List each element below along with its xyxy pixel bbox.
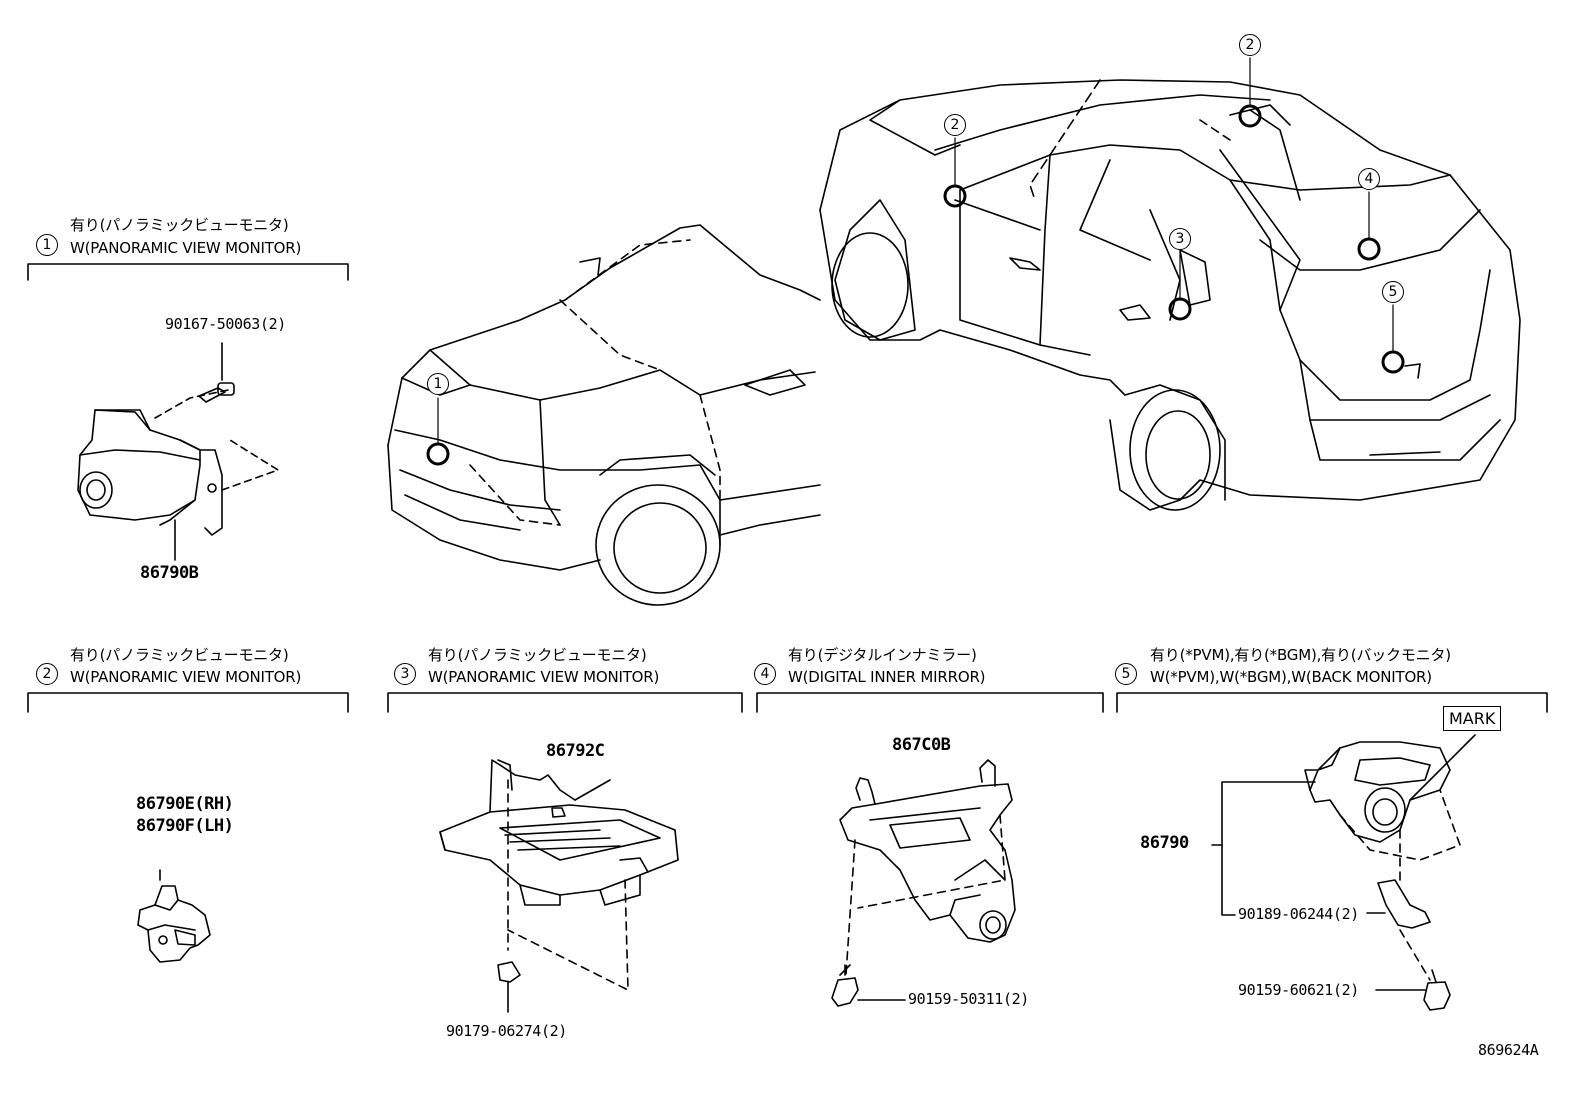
callout-markers xyxy=(426,104,1405,466)
section-bracket-3 xyxy=(387,692,743,713)
front-vehicle-illustration xyxy=(387,224,821,606)
part-number-camera-5: 86790 xyxy=(1140,833,1189,853)
vehicle-marker-4 xyxy=(1357,237,1381,261)
section-5-jp: 有り(*PVM),有り(*BGM),有り(バックモニタ) xyxy=(1150,646,1451,664)
camera-86790b-drawing xyxy=(77,342,279,561)
part-number-camera-1: 86790B xyxy=(140,563,199,583)
vehicle-marker-2b xyxy=(1238,104,1262,128)
part-number-bracket: 867C0B xyxy=(892,735,951,755)
section-number-1: 1 xyxy=(36,234,58,256)
vehicle-marker-1 xyxy=(426,442,450,466)
part-number-screw-4: 90159-50311(2) xyxy=(908,990,1029,1008)
section-bracket-1 xyxy=(27,263,349,281)
vehicle-marker-2a xyxy=(943,184,967,208)
section-bracket-2 xyxy=(27,692,349,713)
vehicle-callout-1: 1 xyxy=(427,373,449,395)
vehicle-callout-3: 3 xyxy=(1169,228,1191,250)
section-1-en: W(PANORAMIC VIEW MONITOR) xyxy=(70,239,302,257)
camera-86790-drawing xyxy=(1211,734,1476,1011)
part-number-clip-3: 90179-06274(2) xyxy=(446,1022,567,1040)
section-bracket-5 xyxy=(1116,692,1548,713)
section-2-en: W(PANORAMIC VIEW MONITOR) xyxy=(70,668,302,686)
vehicle-marker-5 xyxy=(1381,350,1405,374)
rear-vehicle-illustration xyxy=(819,79,1521,511)
vehicle-callout-5: 5 xyxy=(1382,281,1404,303)
part-number-ecu: 86792C xyxy=(546,741,605,761)
vehicle-callout-2a: 2 xyxy=(944,114,966,136)
callout-leaders xyxy=(437,57,1394,445)
bracket-867c0b-drawing xyxy=(831,759,1016,1007)
section-3-en: W(PANORAMIC VIEW MONITOR) xyxy=(428,668,660,686)
mark-label: MARK xyxy=(1443,706,1502,732)
part-number-camera-rh: 86790E(RH) xyxy=(136,794,234,814)
diagram-ref-code: 869624A xyxy=(1478,1041,1539,1059)
section-4-jp: 有り(デジタルインナミラー) xyxy=(788,646,977,664)
section-number-2: 2 xyxy=(36,663,58,685)
section-2-jp: 有り(パノラミックビューモニタ) xyxy=(70,646,289,664)
section-number-4: 4 xyxy=(754,663,776,685)
part-number-nut-5: 90189-06244(2) xyxy=(1238,905,1359,923)
section-number-3: 3 xyxy=(394,663,416,685)
section-bracket-4 xyxy=(756,692,1104,713)
section-number-5: 5 xyxy=(1115,663,1137,685)
section-1-jp: 有り(パノラミックビューモニタ) xyxy=(70,216,289,234)
ecu-86792c-drawing xyxy=(439,759,679,1013)
vehicle-callout-4: 4 xyxy=(1358,168,1380,190)
vehicle-callout-2b: 2 xyxy=(1239,34,1261,56)
section-5-en: W(*PVM),W(*BGM),W(BACK MONITOR) xyxy=(1150,668,1432,686)
part-number-screw-1: 90167-50063(2) xyxy=(165,315,286,333)
camera-86790ef-drawing xyxy=(137,869,211,963)
section-4-en: W(DIGITAL INNER MIRROR) xyxy=(788,668,986,686)
part-number-camera-lh: 86790F(LH) xyxy=(136,816,234,836)
part-number-screw-5: 90159-60621(2) xyxy=(1238,981,1359,999)
section-3-jp: 有り(パノラミックビューモニタ) xyxy=(428,646,647,664)
